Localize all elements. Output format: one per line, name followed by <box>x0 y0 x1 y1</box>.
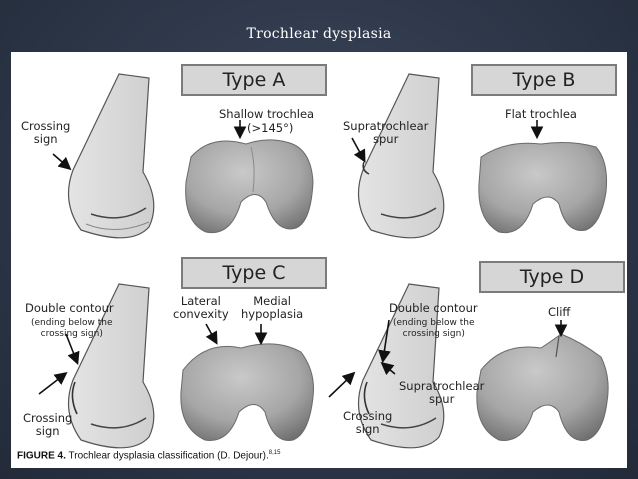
label-c-lateral-convexity: Lateral convexity <box>173 294 229 321</box>
label-a-crossing-sign: Crossing sign <box>21 119 71 146</box>
figure-panel: Type A Type B Type C Type D Crossing sig… <box>11 52 627 468</box>
label-d-supratrochlear-spur: Supratrochlear spur <box>399 379 485 406</box>
label-a-angle: (>145°) <box>247 121 294 135</box>
label-d-cliff: Cliff <box>548 305 571 319</box>
femur-lateral-b <box>357 73 445 239</box>
label-b-flat-trochlea: Flat trochlea <box>505 107 577 121</box>
femur-lateral-a <box>67 73 155 239</box>
pointer-arrows <box>38 120 568 398</box>
figure-drawing <box>38 73 609 449</box>
label-c-double-contour: Double contour <box>25 301 114 315</box>
label-c-medial-hypoplasia: Medial hypoplasia <box>241 294 304 321</box>
condyle-b <box>478 142 607 234</box>
label-a-shallow-trochlea: Shallow trochlea <box>219 107 315 121</box>
caption-figure-number: FIGURE 4. <box>17 450 66 462</box>
condyle-a <box>185 139 314 234</box>
type-a-title: Type A <box>181 64 327 96</box>
caption-refs: 8,15 <box>268 450 281 456</box>
label-d-double-contour: Double contour <box>389 301 478 315</box>
label-c-double-contour-note: (ending below the crossing sign) <box>31 318 113 339</box>
femur-lateral-c <box>67 283 155 449</box>
label-b-supratrochlear-spur: Supratrochlear spur <box>343 119 429 146</box>
type-b-title: Type B <box>471 64 617 96</box>
type-c-title: Type C <box>181 257 327 289</box>
label-c-crossing-sign: Crossing sign <box>23 411 73 438</box>
type-d-title: Type D <box>479 261 625 293</box>
label-d-double-contour-note: (ending below the crossing sign) <box>393 318 475 339</box>
condyle-c <box>180 343 314 441</box>
slide-title: Trochlear dysplasia <box>246 26 392 42</box>
figure-caption: FIGURE 4. Trochlear dysplasia classifica… <box>17 450 280 461</box>
femur-lateral-d <box>357 283 445 449</box>
caption-text: Trochlear dysplasia classification (D. D… <box>68 450 269 462</box>
condyle-d <box>476 333 609 441</box>
label-d-crossing-sign: Crossing sign <box>343 409 393 436</box>
